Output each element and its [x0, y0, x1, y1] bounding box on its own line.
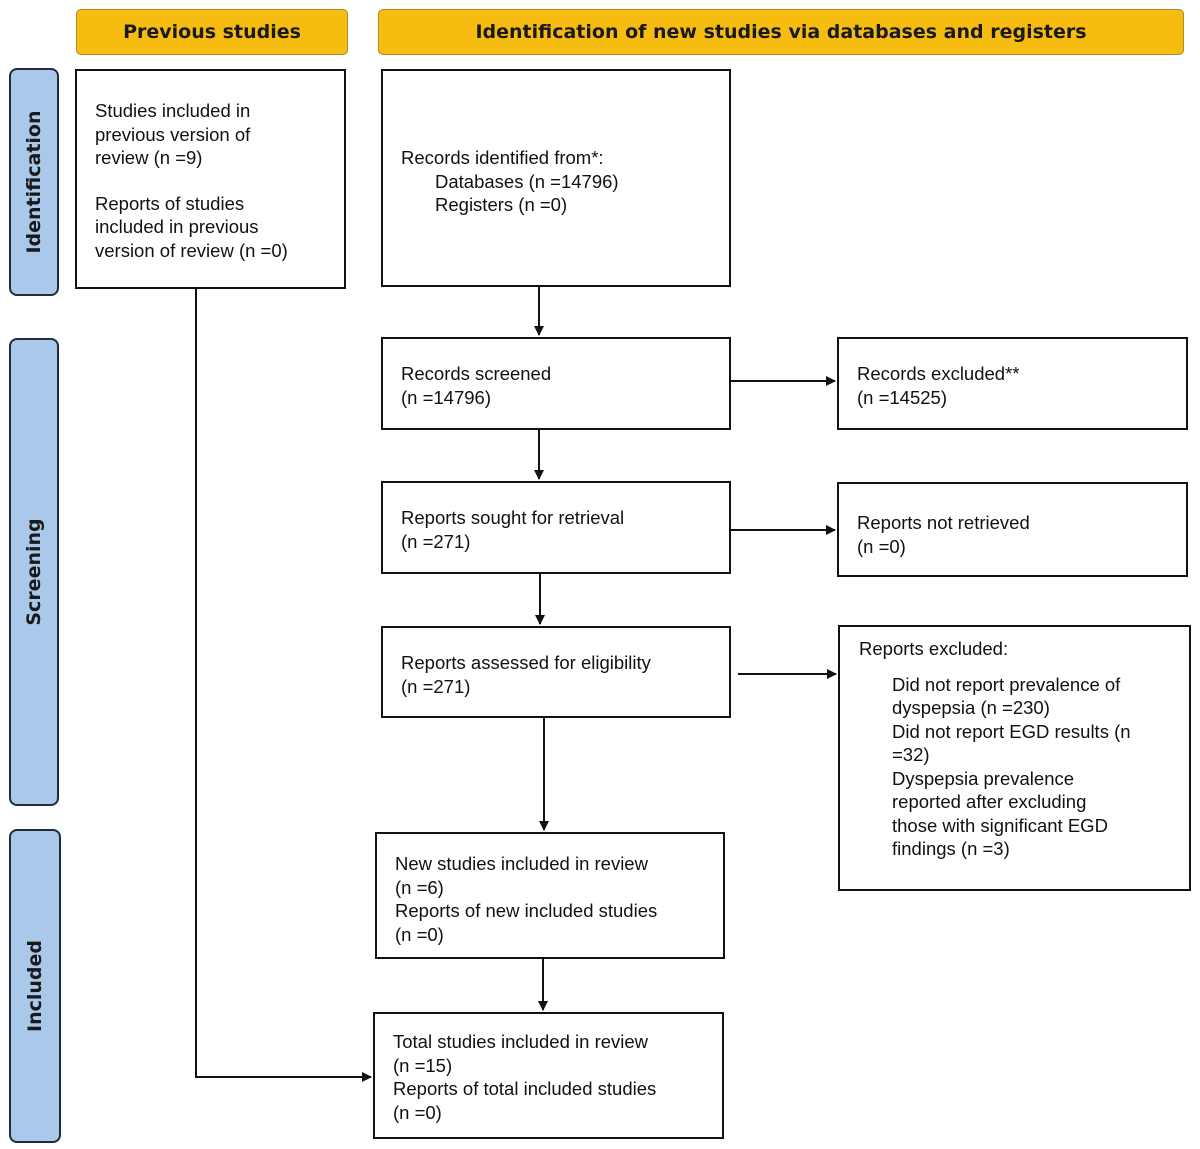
- new-studies-header-label: Identification of new studies via databa…: [475, 21, 1087, 43]
- total-included-box: Total studies included in review (n =15)…: [373, 1012, 724, 1139]
- arrow-previous-to-total: [195, 289, 372, 1082]
- reports-not-retrieved-box: Reports not retrieved (n =0): [837, 482, 1188, 577]
- records-screened-box: Records screened (n =14796): [381, 337, 731, 430]
- previous-studies-header-label: Previous studies: [123, 21, 301, 43]
- new-studies-header: Identification of new studies via databa…: [378, 9, 1184, 55]
- records-excluded-box: Records excluded** (n =14525): [837, 337, 1188, 430]
- previous-studies-box: Studies included in previous version of …: [75, 69, 346, 289]
- new-included-box: New studies included in review (n =6) Re…: [375, 832, 725, 959]
- included-phase-label: Included: [9, 829, 61, 1143]
- identification-phase-label: Identification: [9, 68, 59, 296]
- reports-assessed-box: Reports assessed for eligibility (n =271…: [381, 626, 731, 718]
- reports-excluded-box: Reports excluded: Did not report prevale…: [838, 625, 1191, 891]
- previous-studies-header: Previous studies: [76, 9, 348, 55]
- reports-sought-box: Reports sought for retrieval (n =271): [381, 481, 731, 574]
- records-identified-box: Records identified from*: Databases (n =…: [381, 69, 731, 287]
- screening-phase-label: Screening: [9, 338, 59, 806]
